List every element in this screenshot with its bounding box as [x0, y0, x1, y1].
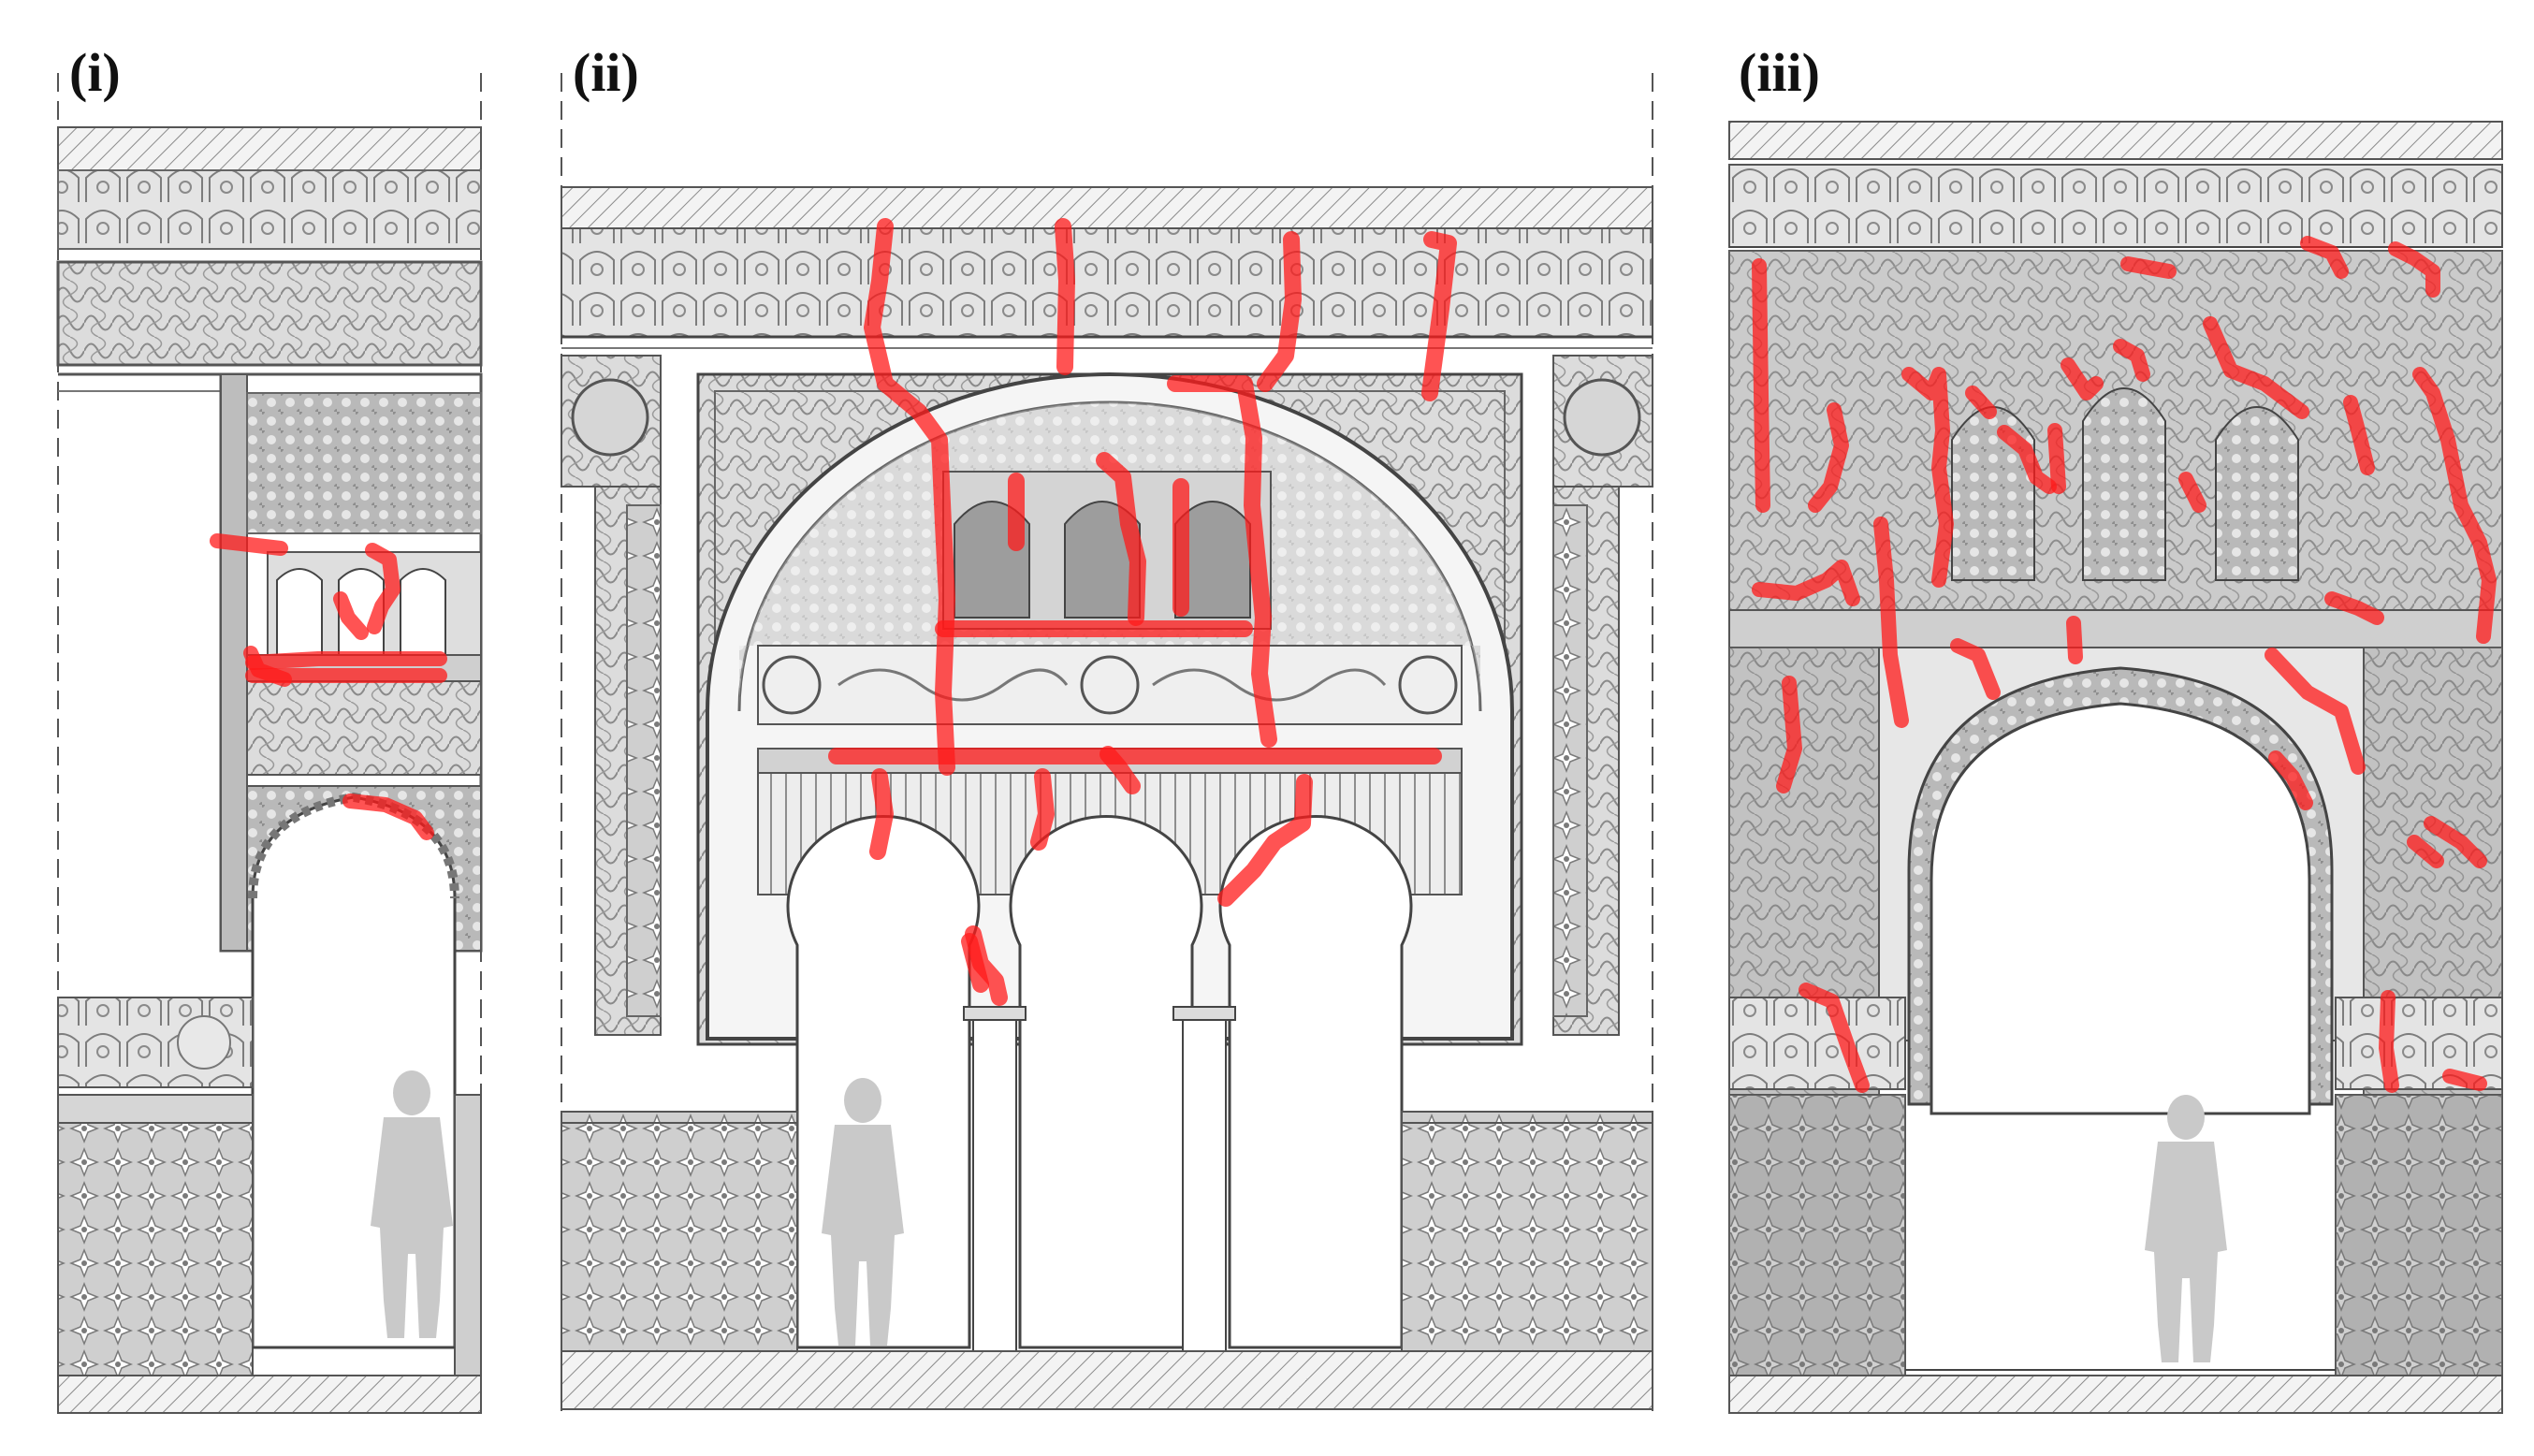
panel-iii-drawing	[1728, 121, 2503, 1414]
panel-ii-drawing	[561, 73, 1653, 1413]
panel-i-crack-annotations	[210, 533, 447, 840]
panel-i-drawing	[56, 73, 483, 1414]
panel-label-i: (i)	[69, 42, 121, 103]
panel-label-ii: (ii)	[573, 42, 639, 103]
panel-label-iii: (iii)	[1739, 42, 1820, 103]
panel-ii-crack-annotations	[828, 218, 1457, 1006]
panel-iii-crack-annotations	[1752, 236, 2497, 1093]
